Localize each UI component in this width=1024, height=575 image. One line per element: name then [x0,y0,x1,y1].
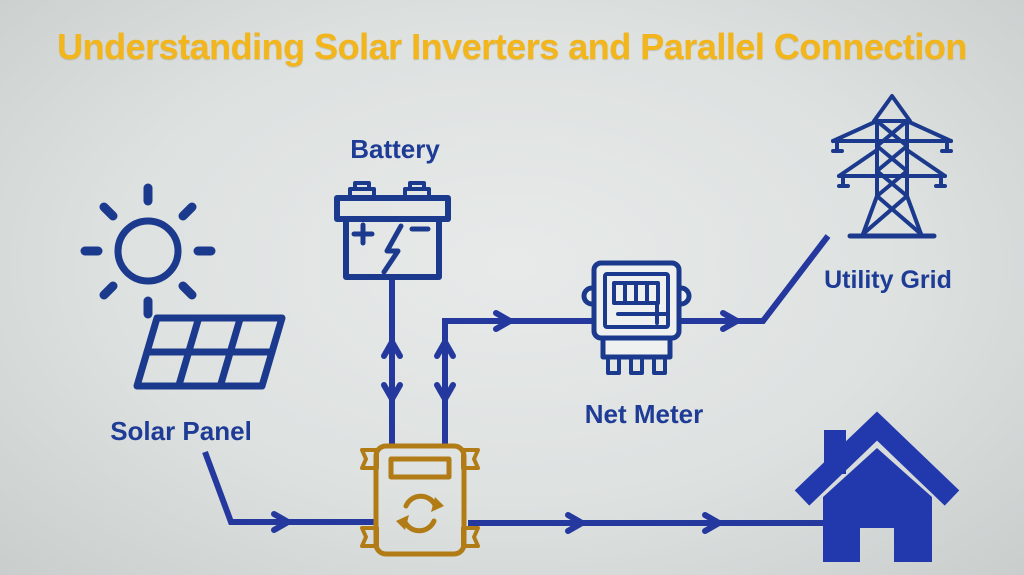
cycle-arrows-icon [396,493,444,534]
utility-grid-label: Utility Grid [824,266,952,294]
wire-battery-inverter [381,277,403,446]
net-meter-icon [581,260,692,375]
transmission-tower-icon [831,94,953,239]
battery-label: Battery [350,134,440,164]
wire-solarpanel-inverter [202,450,376,533]
battery-icon [334,181,451,280]
page-title: Understanding Solar Inverters and Parall… [57,26,967,67]
net-meter-label: Net Meter [584,399,704,429]
wire-inverter-house [468,512,828,534]
sun-icon [80,183,216,319]
inverter-cycle-icon [360,443,480,557]
solar-panel-label: Solar Panel [110,416,252,446]
solar-panel-icon [133,314,286,390]
house-icon [794,411,960,562]
